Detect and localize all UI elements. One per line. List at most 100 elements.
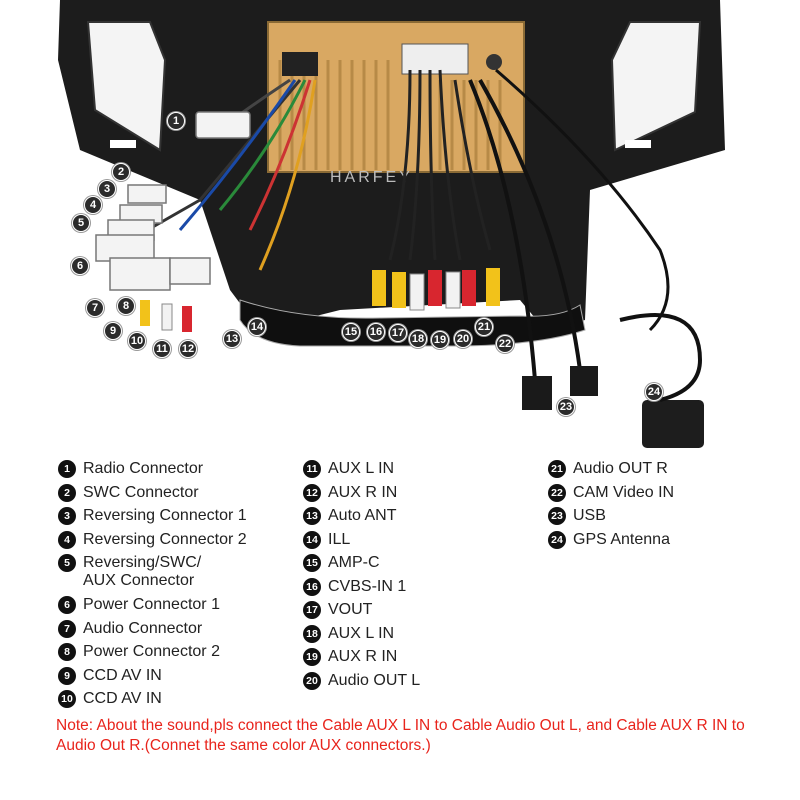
legend-label: CVBS-IN 1: [328, 577, 407, 595]
legend-number: 24: [548, 530, 566, 549]
bezel-lower-frame: [239, 299, 586, 347]
callout-10: 10: [128, 332, 146, 350]
legend-label: Radio Connector: [83, 460, 204, 477]
legend-item: 22 CAM Video IN: [548, 483, 675, 508]
callout-20: 20: [454, 330, 472, 348]
legend-number: 1: [58, 460, 76, 478]
usb-plug-1: [522, 376, 552, 410]
callout-18: 18: [409, 330, 427, 348]
aux-connector: [95, 234, 155, 262]
legend-label: ILL: [328, 530, 351, 548]
legend-label: Auto ANT: [328, 507, 397, 524]
callout-12: 12: [179, 340, 197, 358]
legend-item: 15 AMP-C: [303, 554, 420, 578]
board-connector-block: [401, 43, 469, 75]
bezel-right-slot: [625, 140, 651, 148]
sound-connection-note: Note: About the sound,pls connect the Ca…: [56, 717, 745, 754]
legend-number: 14: [303, 530, 321, 549]
callout-24: 24: [645, 383, 663, 401]
legend-number: 5: [58, 554, 76, 572]
legend-item: 16 CVBS-IN 1: [303, 577, 420, 602]
board-connector-socket: [282, 52, 318, 76]
swc-connector: [127, 184, 167, 204]
legend-number: 21: [548, 460, 566, 478]
gps-antenna: [642, 400, 704, 448]
legend-number: 11: [303, 460, 321, 478]
legend-label: Reversing/SWC/ AUX Connector: [83, 554, 202, 589]
head-unit-board: [267, 21, 525, 173]
legend-number: 18: [303, 624, 321, 643]
callout-8: 8: [117, 297, 135, 315]
legend-item: 10 CCD AV IN: [58, 690, 247, 714]
legend-item: 3 Reversing Connector 1: [58, 507, 247, 531]
callout-4: 4: [84, 196, 102, 214]
legend-label: CCD AV IN: [83, 690, 162, 707]
callout-13: 13: [223, 330, 241, 348]
legend-label: AUX R IN: [328, 483, 398, 501]
legend-number: 12: [303, 483, 321, 502]
callout-1: 1: [167, 112, 185, 130]
legend-number: 6: [58, 596, 76, 614]
legend-number: 20: [303, 671, 321, 690]
radio-connector: [195, 111, 251, 139]
legend-number: 23: [548, 507, 566, 525]
callout-11: 11: [153, 340, 171, 358]
usb-plug-2: [570, 366, 598, 396]
legend-number: 15: [303, 554, 321, 572]
legend-item: 23 USB: [548, 507, 674, 531]
callout-9: 9: [104, 322, 122, 340]
legend-label: VOUT: [328, 601, 373, 618]
legend-item: 17 VOUT: [303, 601, 420, 625]
legend-label: Audio OUT R: [573, 460, 668, 477]
legend-item: 18 AUX L IN: [303, 624, 420, 649]
legend-item: 5 Reversing/SWC/ AUX Connector: [58, 554, 247, 596]
board-antenna-port: [486, 54, 502, 70]
callout-17: 17: [389, 324, 407, 342]
legend-label: AMP-C: [328, 554, 380, 571]
legend-number: 3: [58, 507, 76, 525]
callout-22: 22: [496, 335, 514, 353]
legend-label: CAM Video IN: [573, 483, 675, 501]
callout-5: 5: [72, 214, 90, 232]
legend-label: CCD AV IN: [83, 666, 162, 684]
legend-number: 10: [58, 690, 76, 708]
bezel-right-vent: [610, 21, 702, 152]
legend-item: 2 SWC Connector: [58, 483, 247, 508]
brand-watermark: HARFEY: [330, 169, 413, 186]
legend-number: 9: [58, 666, 76, 685]
legend-item: 1 Radio Connector: [58, 460, 247, 484]
callout-15: 15: [342, 323, 360, 341]
legend-label: AUX L IN: [328, 624, 395, 642]
callout-14: 14: [248, 318, 266, 336]
product-photo: HARFEY: [58, 0, 725, 448]
legend-number: 16: [303, 577, 321, 596]
legend-number: 19: [303, 648, 321, 666]
legend-item: 20 Audio OUT L: [303, 671, 421, 696]
legend-label: SWC Connector: [83, 483, 199, 501]
callout-6: 6: [71, 257, 89, 275]
legend-label: Audio OUT L: [328, 671, 421, 689]
callout-2: 2: [112, 163, 130, 181]
legend-label: Power Connector 2: [83, 643, 220, 660]
callout-7: 7: [86, 299, 104, 317]
legend-number: 17: [303, 601, 321, 619]
power-connector-1: [109, 257, 171, 291]
legend-item: 9 CCD AV IN: [58, 666, 247, 691]
audio-connector: [169, 257, 211, 285]
legend-item: 21 Audio OUT R: [548, 460, 674, 484]
legend-number: 2: [58, 483, 76, 502]
legend-number: 22: [548, 483, 566, 502]
bezel-left-slot: [110, 140, 136, 148]
callout-3: 3: [98, 180, 116, 198]
legend-label: Reversing Connector 1: [83, 507, 247, 524]
legend-label: USB: [573, 507, 606, 524]
legend-number: 7: [58, 619, 76, 638]
legend-number: 4: [58, 530, 76, 549]
